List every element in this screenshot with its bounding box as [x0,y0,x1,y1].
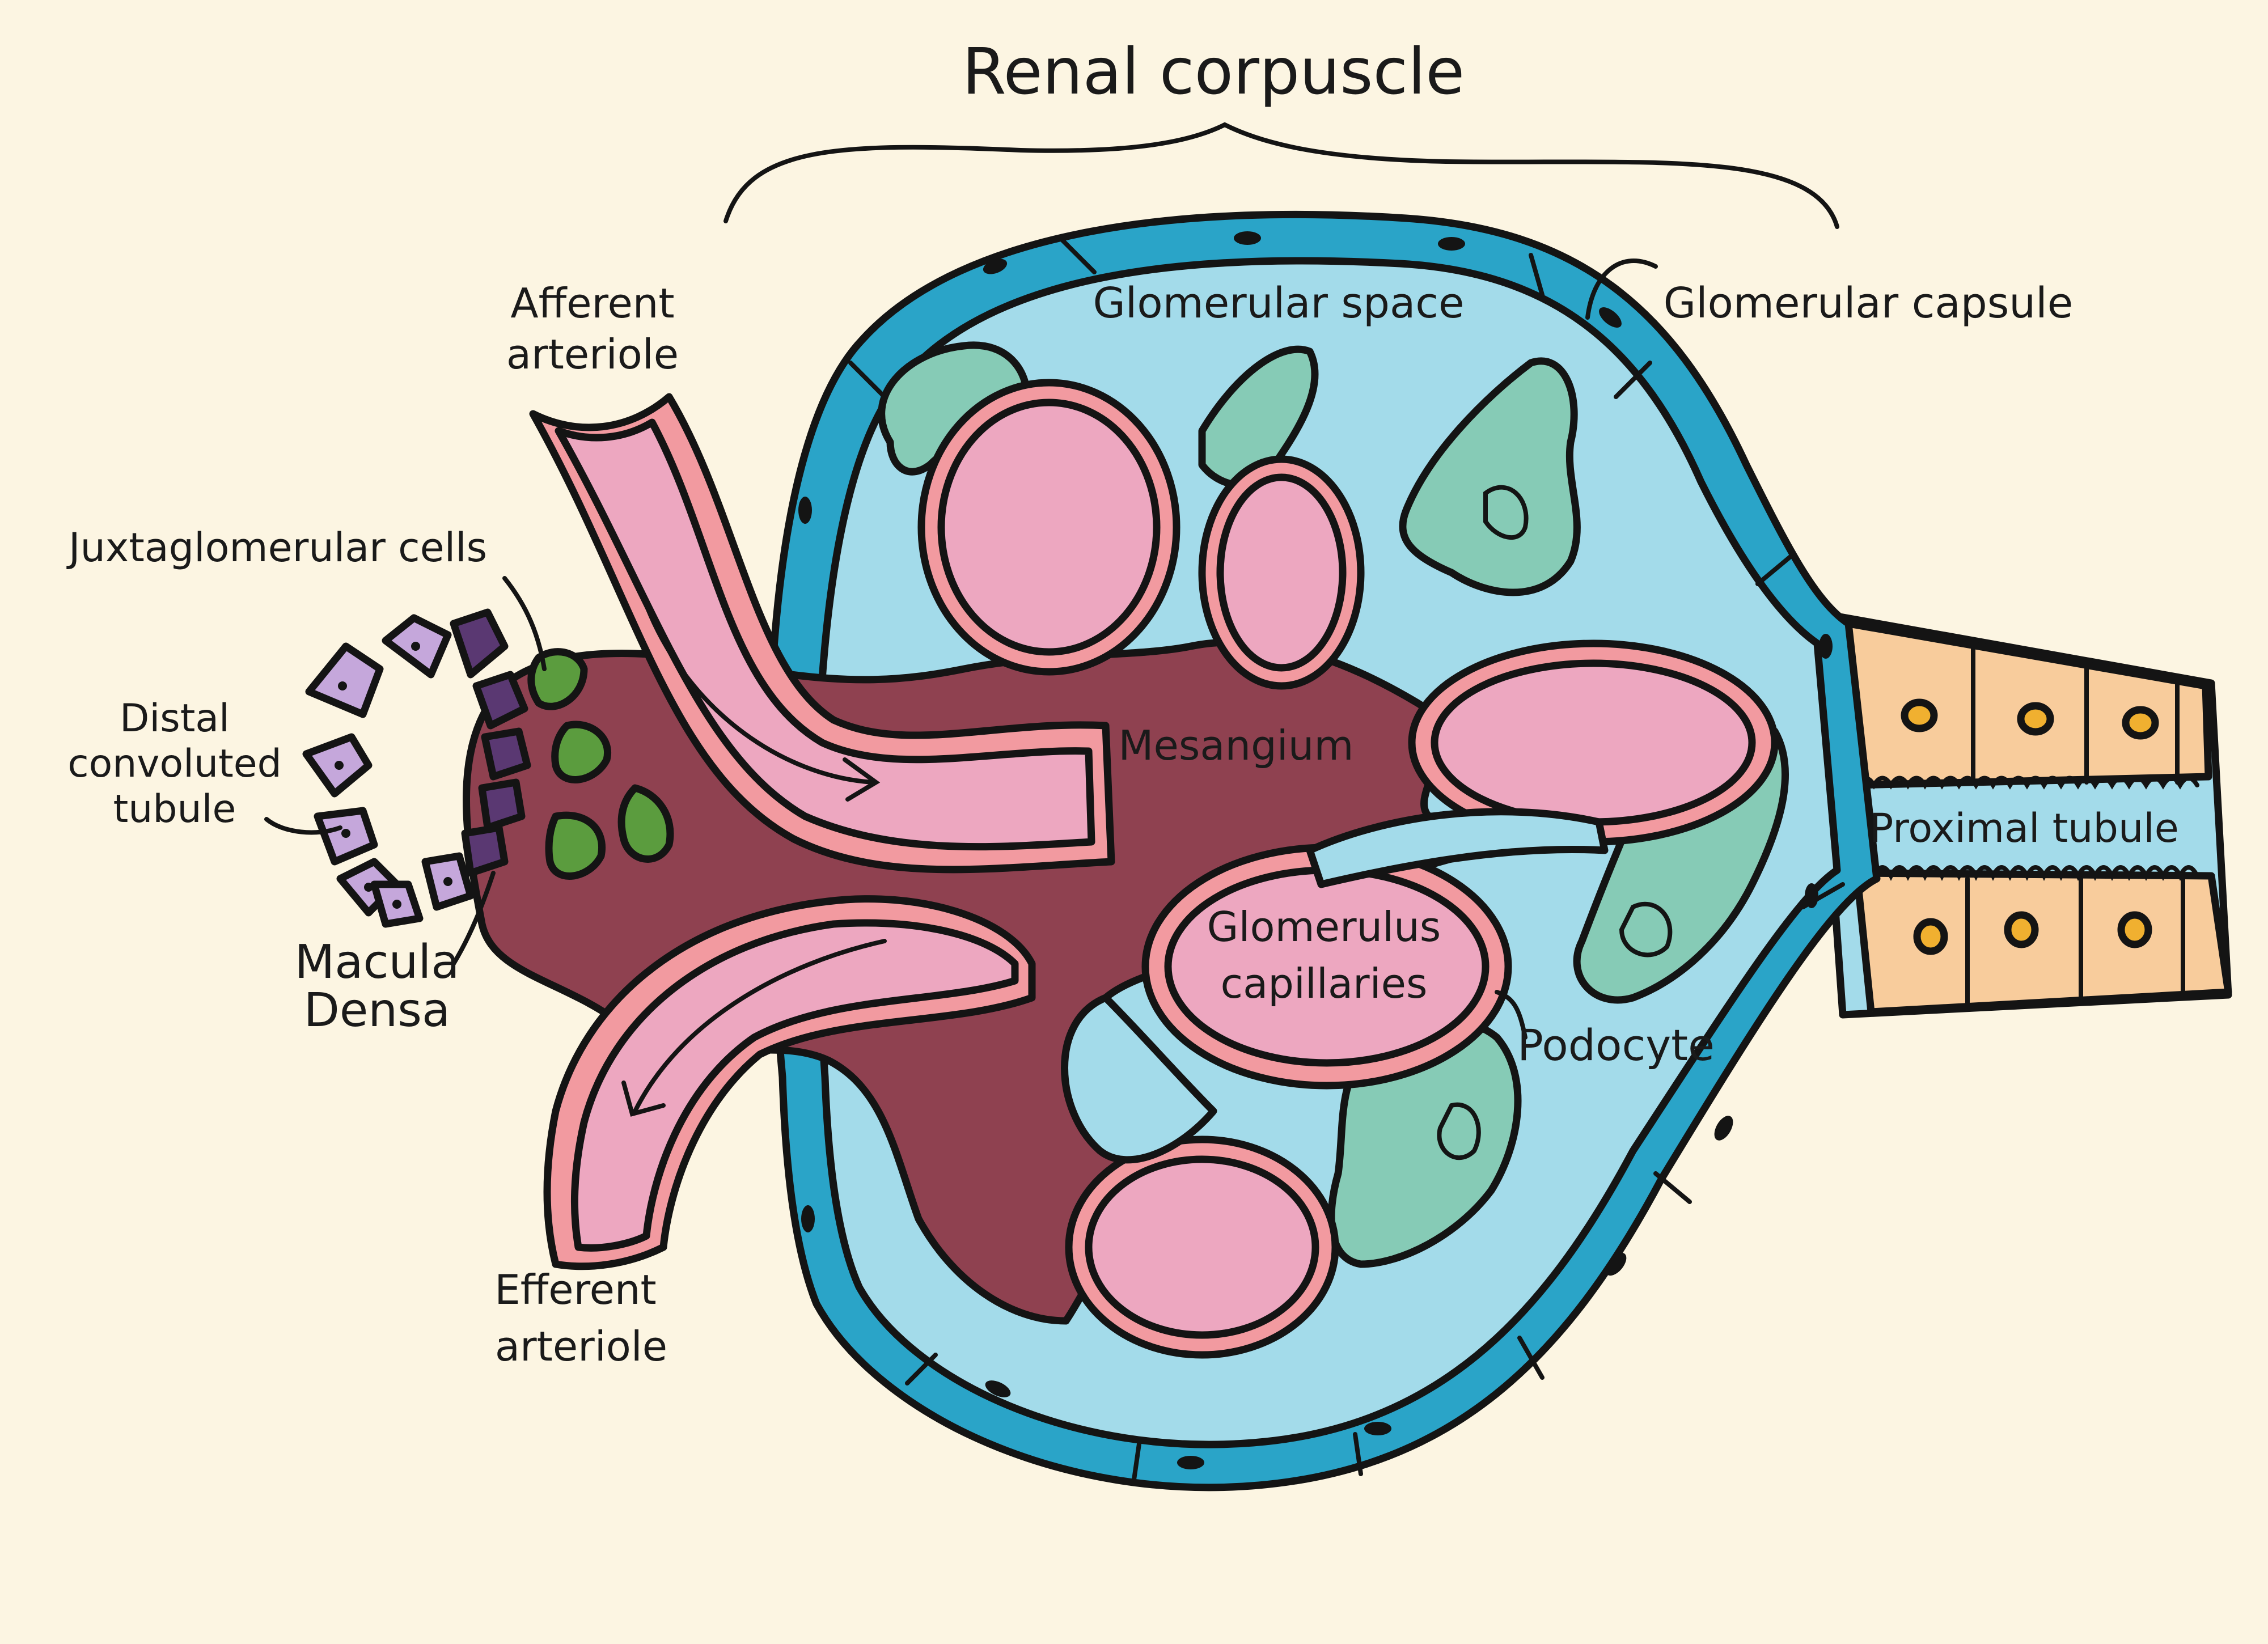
mesangium-label: Mesangium [1118,722,1353,769]
glomerular-capsule-label: Glomerular capsule [1664,279,2074,328]
distal-tubule-label-line1: Distal [120,696,230,741]
efferent-arteriole [543,895,1036,1270]
afferent-arteriole-label-line1: Afferent [510,279,674,327]
glomerulus-capillaries-label-line1: Glomerulus [1207,903,1441,951]
glomerular-space-label: Glomerular space [1093,279,1464,328]
glomerulus-capillaries [917,379,1779,1359]
juxtaglomerular-cells-label: Juxtaglomerular cells [66,524,487,571]
juxtaglomerular-cells [527,648,674,880]
juxtaglomerular-leader [502,576,547,671]
distal-tubule-label-line3: tubule [113,787,236,832]
podocyte-leader [1495,990,1527,1040]
glomerular-space-lobe [1306,808,1609,888]
distal-tubule-label-line2: convoluted [67,742,282,786]
renal-corpuscle-brace [723,122,1839,229]
proximal-tubule-label: Proximal tubule [1869,805,2179,851]
macula-densa-leader [451,871,496,966]
efferent-arteriole-label-line1: Efferent [494,1266,657,1313]
macula-densa-label-line1: Macula [294,935,459,989]
distal-tubule-leader [264,817,342,835]
distal-convoluted-tubule [302,614,475,928]
proximal-tubule [1810,608,2232,1019]
macula-densa-label-line2: Densa [304,984,451,1037]
macula-densa [450,608,531,877]
glomerular-capsule-leader [1585,259,1658,320]
glomerulus-capillaries-label-line2: capillaries [1221,960,1428,1007]
afferent-arteriole [529,393,1115,874]
efferent-arteriole-label-line2: arteriole [495,1323,667,1370]
podocyte-label: Podocyte [1517,1020,1715,1070]
glomerular-space-lobe [1061,994,1217,1164]
title: Renal corpuscle [962,35,1465,109]
afferent-arteriole-label-line2: arteriole [506,331,679,378]
